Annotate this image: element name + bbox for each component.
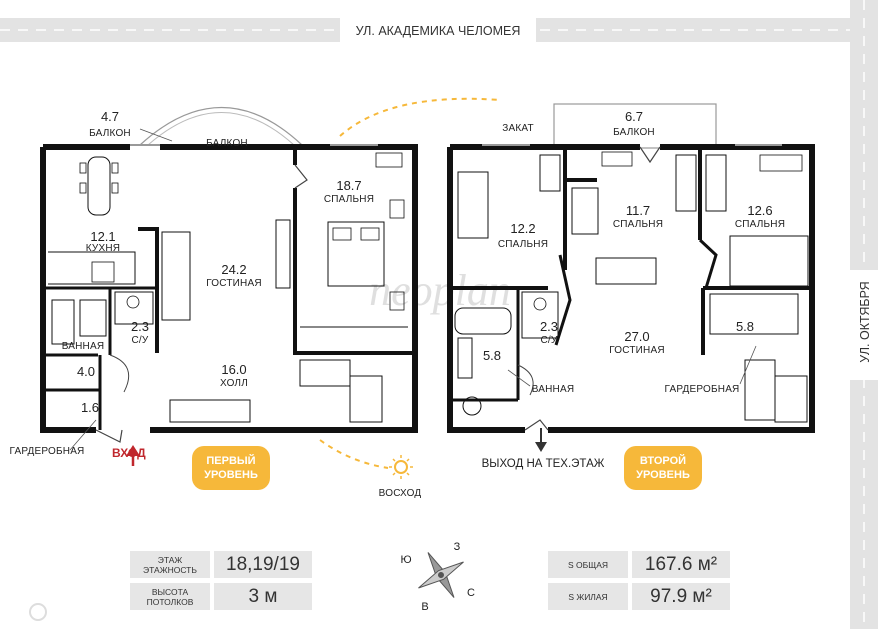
floor-value: 18,19/19 bbox=[214, 551, 312, 578]
l1-wc-area: 2.3 bbox=[131, 319, 149, 334]
compass-n: З bbox=[454, 541, 461, 553]
watermark: neoplan bbox=[369, 266, 511, 315]
l2-bedroom-a-name: СПАЛЬНЯ bbox=[498, 239, 548, 250]
ceiling-value: 3 м bbox=[214, 583, 312, 610]
l1-balcony-round-name: БАЛКОН bbox=[206, 138, 248, 149]
l2-bedroom-c-area: 12.6 bbox=[747, 203, 772, 218]
l1-wc-name: С/У bbox=[132, 335, 149, 346]
living-area-value: 97.9 м² bbox=[632, 583, 730, 610]
compass-s: В bbox=[421, 601, 428, 613]
l1-living-area: 24.2 bbox=[221, 262, 246, 277]
l1-hall-area: 16.0 bbox=[221, 362, 246, 377]
l1-bedroom-name: СПАЛЬНЯ bbox=[324, 194, 374, 205]
tech-exit-arrow-icon bbox=[535, 428, 547, 452]
entrance-label: ВХОД bbox=[112, 446, 146, 460]
l1-balcony-small-area: 4.7 bbox=[101, 109, 119, 124]
l2-bedroom-a-area: 12.2 bbox=[510, 221, 535, 236]
sun-icon bbox=[389, 455, 413, 479]
l1-living-name: ГОСТИНАЯ bbox=[206, 278, 262, 289]
l2-wardrobe-name: ГАРДЕРОБНАЯ bbox=[665, 384, 740, 395]
sun-path-top bbox=[339, 97, 501, 137]
tech-exit-label: ВЫХОД НА ТЕХ.ЭТАЖ bbox=[482, 458, 605, 470]
sunrise-label: ВОСХОД bbox=[379, 488, 422, 499]
compass-w: Ю bbox=[400, 554, 411, 566]
l2-balcony-name: БАЛКОН bbox=[613, 127, 655, 138]
l1-wardrobe-area: 1.6 bbox=[81, 400, 99, 415]
sun-path-bottom bbox=[319, 439, 389, 469]
l1-wardrobe-name: ГАРДЕРОБНАЯ bbox=[10, 446, 85, 457]
compass-e: С bbox=[467, 587, 475, 599]
entrance-arrow-icon bbox=[126, 445, 140, 466]
logo-mark-icon bbox=[29, 603, 47, 621]
street-top-label: УЛ. АКАДЕМИКА ЧЕЛОМЕЯ bbox=[356, 24, 521, 38]
sunset-label: ЗАКАТ bbox=[502, 123, 534, 134]
total-area-label: S ОБЩАЯ bbox=[548, 551, 628, 578]
compass-rose-icon bbox=[418, 552, 464, 598]
l2-wc-area: 2.3 bbox=[540, 319, 558, 334]
l2-wardrobe-area: 5.8 bbox=[736, 319, 754, 334]
total-area-value: 167.6 м² bbox=[632, 551, 730, 578]
moon-icon bbox=[512, 93, 527, 113]
l2-bedroom-b-name: СПАЛЬНЯ bbox=[613, 219, 663, 230]
level2-badge-line2: УРОВЕНЬ bbox=[636, 469, 690, 481]
l1-hall-name: ХОЛЛ bbox=[220, 378, 248, 389]
living-area-label: S ЖИЛАЯ bbox=[548, 583, 628, 610]
level1-badge-line2: УРОВЕНЬ bbox=[204, 469, 258, 481]
l2-living-name: ГОСТИНАЯ bbox=[609, 345, 665, 356]
level1-badge-line1: ПЕРВЫЙ bbox=[206, 455, 256, 467]
l1-bedroom-area: 18.7 bbox=[336, 178, 361, 193]
l2-bath-area: 5.8 bbox=[483, 348, 501, 363]
l2-bedroom-c-name: СПАЛЬНЯ bbox=[735, 219, 785, 230]
l1-kitchen-area: 12.1 bbox=[90, 229, 115, 244]
level1-badge: ПЕРВЫЙ УРОВЕНЬ bbox=[192, 446, 270, 490]
level2-badge: ВТОРОЙ УРОВЕНЬ bbox=[624, 446, 702, 490]
level2-plan bbox=[447, 103, 815, 433]
level2-badge-line1: ВТОРОЙ bbox=[639, 455, 687, 467]
l2-balcony-area: 6.7 bbox=[625, 109, 643, 124]
level1-plan bbox=[40, 107, 418, 443]
l1-kitchen-name: КУХНЯ bbox=[86, 243, 120, 254]
l2-bedroom-b-area: 11.7 bbox=[626, 203, 650, 218]
l2-wc-name: С/У bbox=[541, 335, 558, 346]
street-right-label: УЛ. ОКТЯБРЯ bbox=[858, 281, 872, 362]
l1-bath-name: ВАННАЯ bbox=[62, 341, 105, 352]
l1-bath-area: 4.0 bbox=[77, 364, 95, 379]
l2-living-area: 27.0 bbox=[624, 329, 649, 344]
l1-balcony-small-name: БАЛКОН bbox=[89, 128, 131, 139]
l2-bath-name: ВАННАЯ bbox=[532, 384, 575, 395]
